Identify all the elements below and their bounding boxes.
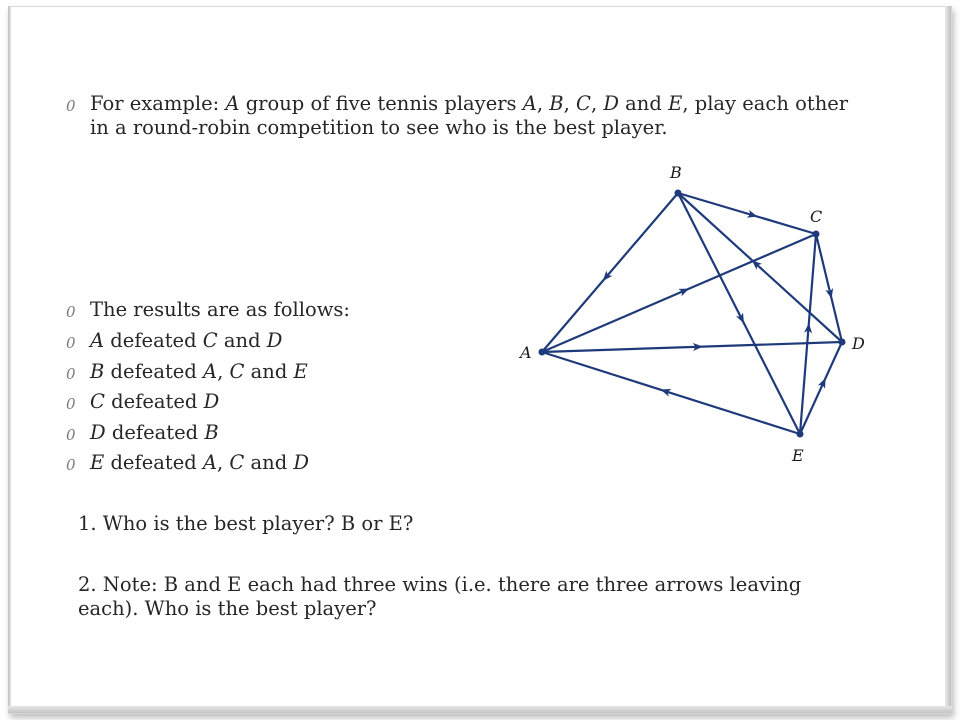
bullet-marker: 0: [66, 456, 76, 474]
arrow-c-d: [825, 286, 834, 299]
result-row-e: 0 E defeated A, C and D: [66, 451, 856, 475]
node-e: [796, 430, 804, 438]
node-label-e: E: [791, 446, 804, 465]
arrow-e-c: [804, 323, 813, 336]
result-text: C defeated D: [90, 390, 220, 413]
node-label-d: D: [851, 334, 865, 353]
slide-edge-bottom: [8, 706, 952, 713]
arrow-b-a: [602, 270, 613, 281]
slide-edge-right: [945, 6, 951, 713]
slide-edge-left: [8, 6, 11, 713]
question-1: 1. Who is the best player? B or E?: [78, 512, 414, 535]
arrow-e-d: [817, 377, 826, 390]
result-text: B defeated A, C and E: [90, 359, 308, 383]
node-c: [812, 230, 820, 238]
arrow-d-b: [751, 260, 762, 270]
intro-bullet: 0 For example: A group of five tennis pl…: [66, 92, 856, 140]
tournament-digraph: A B C D E: [518, 163, 865, 465]
node-label-b: B: [669, 163, 682, 182]
arrow-b-c: [745, 209, 758, 218]
bullet-marker: 0: [66, 334, 76, 352]
results-heading-bullet: 0 The results are as follows:: [66, 298, 856, 322]
edges-layer: [541, 191, 844, 436]
node-a: [538, 348, 546, 356]
node-label-a: A: [518, 343, 532, 362]
arrow-e-a: [660, 388, 673, 397]
result-text: D defeated B: [90, 420, 219, 444]
labels-layer: A B C D E: [518, 163, 865, 465]
result-row-b: 0 B defeated A, C and E: [66, 360, 856, 384]
bullet-marker: 0: [66, 364, 76, 383]
bullet-marker: 0: [66, 97, 76, 115]
node-b: [674, 189, 682, 197]
node-d: [838, 338, 846, 346]
result-row-a: 0 A defeated C and D: [66, 329, 856, 353]
bullet-marker: 0: [66, 425, 76, 444]
results-heading: The results are as follows:: [90, 298, 350, 321]
result-text: A defeated C and D: [90, 329, 283, 352]
arrow-a-c: [677, 288, 690, 297]
bullet-marker: 0: [66, 395, 76, 413]
bullet-marker: 0: [66, 303, 76, 321]
slide-frame: [8, 6, 952, 714]
result-row-d: 0 D defeated B: [66, 421, 856, 445]
result-row-c: 0 C defeated D: [66, 390, 856, 414]
result-text: E defeated A, C and D: [90, 451, 310, 474]
question-2: 2. Note: B and E each had three wins (i.…: [78, 573, 802, 620]
intro-text: For example: A group of five tennis play…: [90, 92, 849, 139]
node-label-c: C: [810, 207, 822, 226]
nodes-layer: [538, 189, 846, 438]
arrow-b-e: [735, 311, 744, 324]
